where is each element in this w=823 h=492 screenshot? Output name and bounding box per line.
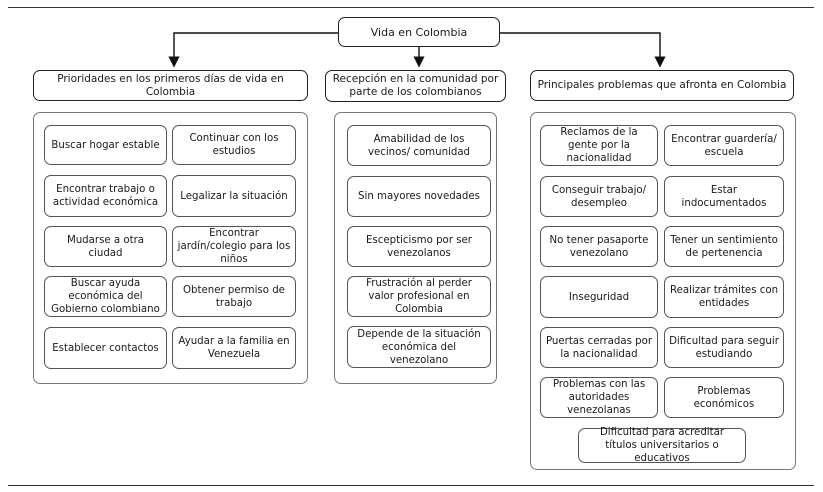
problem-item: Tener un sentimiento de pertenencia [664,226,784,267]
problem-item: Problemas económicos [664,377,784,418]
priority-item: Continuar con los estudios [172,125,296,165]
priority-item: Mudarse a otra ciudad [44,226,167,267]
problem-item: Inseguridad [540,276,658,318]
header-priorities: Prioridades en los primeros días de vida… [33,70,308,101]
priority-item: Buscar ayuda económica del Gobierno colo… [44,276,167,317]
priority-item: Legalizar la situación [172,175,296,217]
problem-item: Conseguir trabajo/ desempleo [540,176,658,217]
priority-item: Encontrar jardín/colegio para los niños [172,226,296,267]
reception-item: Depende de la situación económica del ve… [347,326,491,368]
priority-item: Obtener permiso de trabajo [172,276,296,317]
arrow-to-priorities [168,32,338,68]
reception-item: Sin mayores novedades [347,176,491,217]
problem-item: Reclamos de la gente por la nacionalidad [540,125,658,166]
problem-item: Realizar trámites con entidades [664,276,784,318]
priority-item: Establecer contactos [44,327,167,369]
root-node: Vida en Colombia [338,17,500,47]
reception-item: Frustración al perder valor profesional … [347,276,491,317]
header-problems: Principales problemas que afronta en Col… [530,70,794,101]
problem-item: Estar indocumentados [664,176,784,217]
reception-item: Amabilidad de los vecinos/ comunidad [347,125,491,166]
problem-item: No tener pasaporte venezolano [540,226,658,267]
problem-item: Problemas con las autoridades venezolana… [540,377,658,418]
priority-item: Buscar hogar estable [44,125,167,165]
top-rule [8,7,814,8]
problem-item: Dificultad para seguir estudiando [664,327,784,368]
problem-item: Dificultad para acreditar títulos univer… [578,427,746,464]
problem-item: Puertas cerradas por la nacionalidad [540,327,658,368]
arrow-to-problems [500,32,666,68]
priority-item: Ayudar a la familia en Venezuela [172,327,296,369]
reception-item: Escepticismo por ser venezolanos [347,226,491,267]
priority-item: Encontrar trabajo o actividad económica [44,175,167,217]
header-reception: Recepción en la comunidad por parte de l… [325,70,506,102]
problem-item: Encontrar guardería/ escuela [664,125,784,166]
bottom-rule [8,485,814,486]
